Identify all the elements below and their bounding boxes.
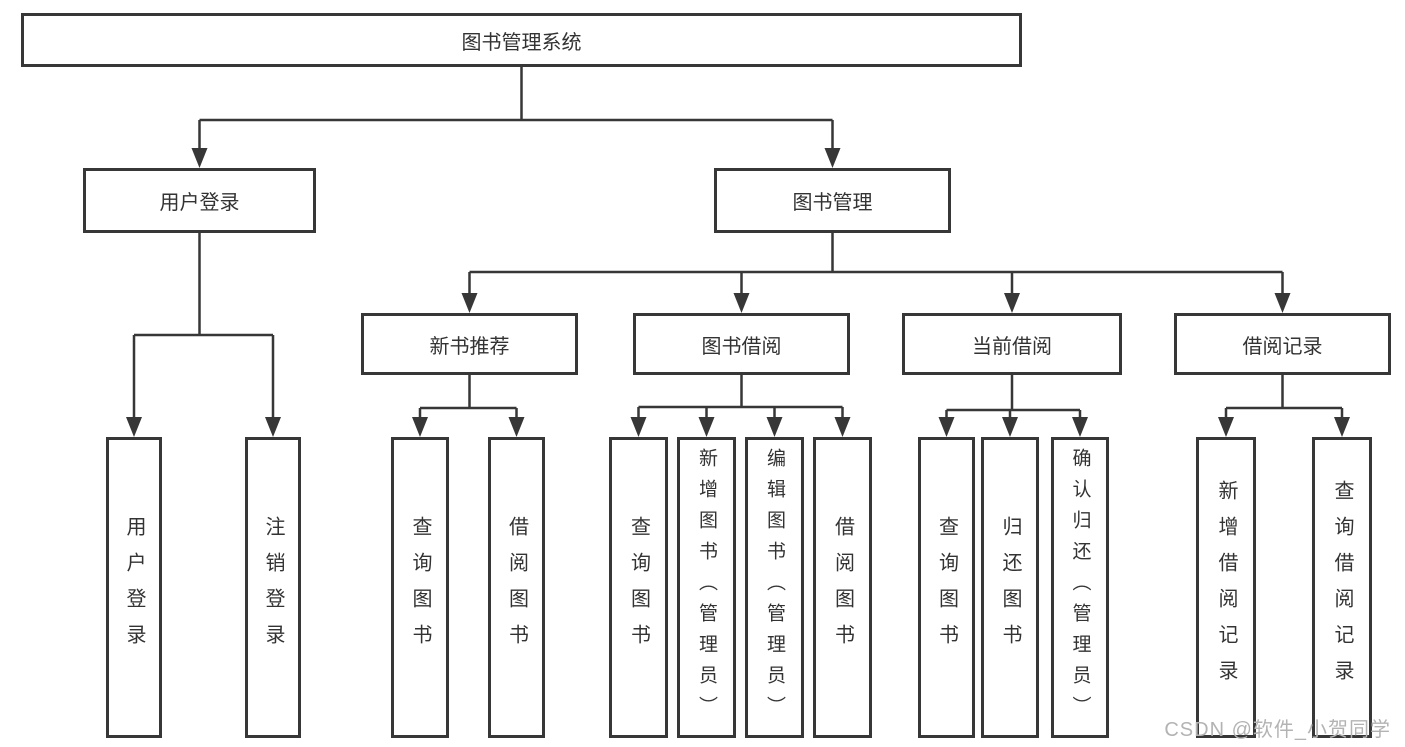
leaf-return-books: 归还图书 [981,437,1039,738]
node-book-borrowing: 图书借阅 [633,313,850,375]
node-label: 借阅图书 [831,515,854,660]
node-book-management: 图书管理 [714,168,951,233]
leaf-edit-books-admin: 编辑图书（管理员） [745,437,804,738]
node-label: 用户登录 [123,515,145,660]
csdn-watermark: CSDN @软件_小贺同学 [1164,719,1391,741]
node-label: 查询图书 [627,515,650,660]
connector-lines [191,67,841,168]
node-new-book-recommend: 新书推荐 [361,313,578,375]
arrow-down-icon [766,417,783,437]
node-label: 当前借阅 [972,335,1052,358]
node-label: 新增借阅记录 [1215,479,1237,696]
leaf-borrow-books: 借阅图书 [813,437,872,738]
node-label: 借阅记录 [1242,335,1323,358]
arrow-down-icon [834,417,851,437]
node-user-login: 用户登录 [83,168,316,233]
arrow-down-icon [126,417,142,437]
node-label: 图书管理系统 [461,31,582,54]
node-root-system: 图书管理系统 [21,13,1022,67]
arrow-down-icon [191,148,208,168]
node-label: 归还图书 [999,515,1021,660]
arrow-down-icon [1274,293,1291,313]
leaf-confirm-return-admin: 确认归还（管理员） [1051,437,1109,738]
arrow-down-icon [824,148,841,168]
node-label: 注销登录 [262,515,284,660]
arrow-down-icon [1002,417,1018,437]
arrow-down-icon [938,417,955,437]
node-label: 确认归还（管理员） [1069,448,1091,727]
leaf-add-books-admin: 新增图书（管理员） [677,437,736,738]
leaf-query-books-recommend: 查询图书 [391,437,449,738]
node-label: 新书推荐 [429,335,510,358]
leaf-query-books-borrowing: 查询图书 [609,437,668,738]
node-label: 借阅图书 [505,515,528,660]
connector-records-to-leaves [1218,375,1350,437]
node-current-borrowing: 当前借阅 [902,313,1122,375]
node-label: 编辑图书（管理员） [764,448,785,727]
node-label: 图书借阅 [701,335,782,358]
arrow-down-icon [1072,417,1088,437]
leaf-add-borrow-record: 新增借阅记录 [1196,437,1256,738]
leaf-borrow-books-recommend: 借阅图书 [488,437,545,738]
arrow-down-icon [698,417,715,437]
arrow-down-icon [508,417,525,437]
connector-newbooks-to-leaves [412,375,525,437]
arrow-down-icon [1334,417,1350,437]
node-label: 查询图书 [935,515,958,660]
connector-userlogin-to-leaves [126,233,281,437]
leaf-logout: 注销登录 [245,437,301,738]
node-label: 查询借阅记录 [1331,479,1353,696]
arrow-down-icon [630,417,647,437]
arrow-down-icon [1218,417,1234,437]
arrow-down-icon [412,417,428,437]
node-label: 查询图书 [409,515,431,660]
connector-bookmgmt-to-level3 [461,233,1291,313]
connector-borrowing-to-leaves [630,375,851,437]
connector-currentborrow-to-leaves [938,375,1088,437]
arrow-down-icon [733,293,750,313]
arrow-down-icon [461,293,478,313]
leaf-user-login: 用户登录 [106,437,162,738]
node-label: 图书管理 [792,192,873,214]
node-label: 用户登录 [159,192,240,214]
leaf-query-books-current: 查询图书 [918,437,975,738]
arrow-down-icon [1004,293,1020,313]
node-label: 新增图书（管理员） [696,448,717,727]
node-borrowing-records: 借阅记录 [1174,313,1391,375]
leaf-query-borrow-record: 查询借阅记录 [1312,437,1372,738]
arrow-down-icon [265,417,281,437]
